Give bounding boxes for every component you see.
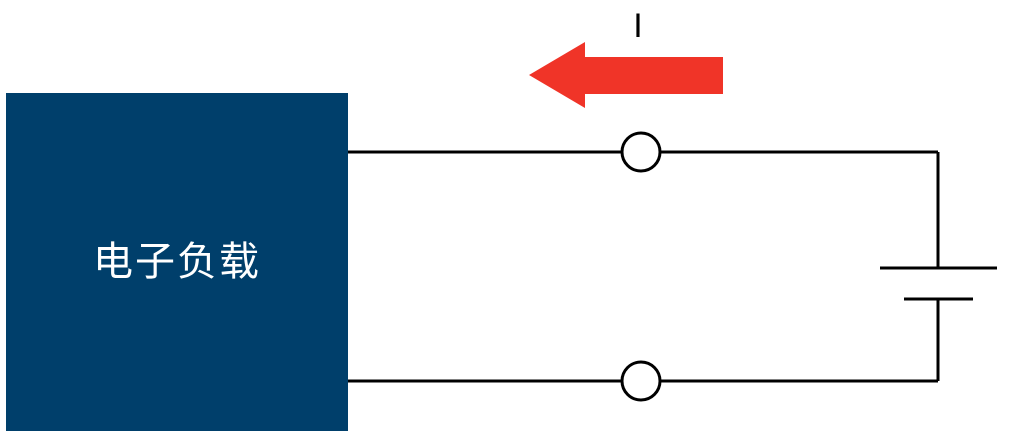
battery-icon — [880, 266, 997, 301]
arrow-left-icon — [529, 42, 723, 108]
current-label: I — [633, 7, 643, 45]
top-terminal-circle-icon — [620, 131, 662, 173]
electronic-load-box: 电子负载 — [6, 93, 348, 431]
bottom-terminal-circle-icon — [620, 360, 662, 402]
electronic-load-label: 电子负载 — [93, 239, 261, 285]
